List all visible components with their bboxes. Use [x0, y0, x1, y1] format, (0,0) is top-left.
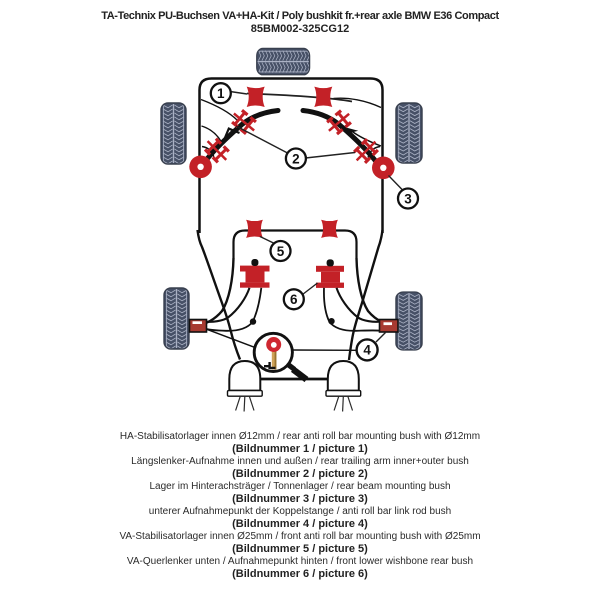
- svg-text:2: 2: [292, 151, 300, 166]
- svg-text:4: 4: [363, 343, 371, 358]
- svg-text:5: 5: [277, 244, 285, 259]
- svg-text:6: 6: [290, 292, 298, 307]
- svg-text:1: 1: [217, 86, 225, 101]
- svg-text:3: 3: [404, 191, 412, 206]
